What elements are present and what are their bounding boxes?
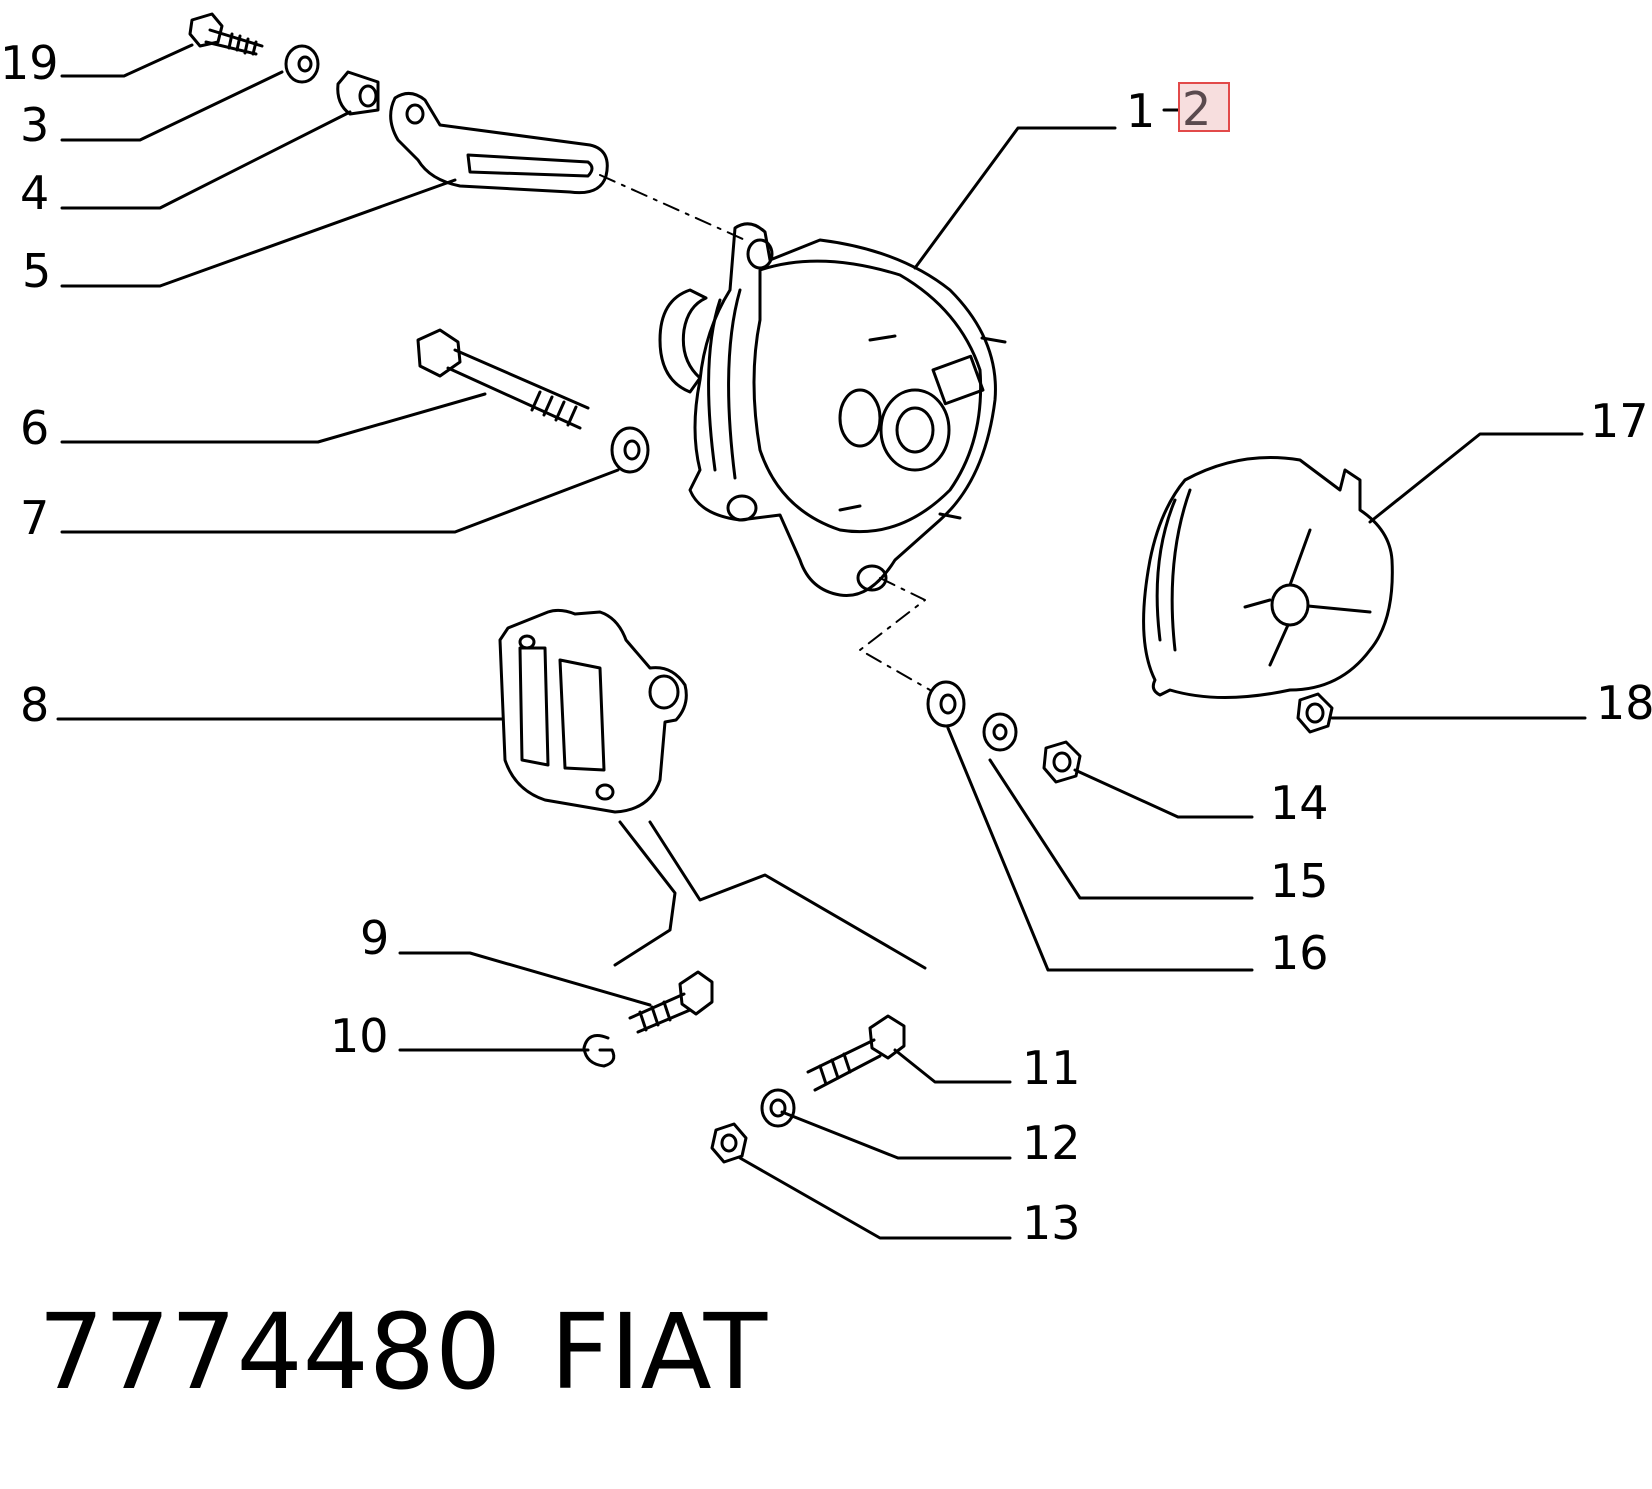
nut-14-icon [1042,740,1082,784]
highlight-box [1178,82,1230,132]
leader-17 [1368,432,1584,524]
leader-12 [780,1110,1012,1160]
leader-6 [60,392,487,444]
leader-14 [1073,768,1254,819]
nut-18-icon [1296,692,1334,734]
leader-4 [60,110,352,210]
part-number: 7774480 [38,1291,502,1413]
leader-19 [60,43,194,78]
washer-3-icon [284,44,320,84]
callout-9: 9 [360,911,390,965]
callout-7: 7 [20,491,50,545]
callout-17: 17 [1590,394,1649,448]
cover-17-icon [1142,456,1394,699]
washer-12-icon [760,1088,796,1128]
callout-13: 13 [1022,1196,1081,1250]
assembly-guides [613,820,927,970]
leader-3 [60,70,284,142]
alternator-1-icon [658,222,1007,598]
washer-7-icon [610,426,650,474]
callout-2: 2 [1182,82,1212,136]
callout-16: 16 [1270,926,1329,980]
callout-11: 11 [1022,1041,1081,1095]
bolt-6-icon [416,328,590,430]
leader-15 [988,758,1254,900]
callout-5: 5 [22,244,52,298]
assembly-lines [599,174,931,691]
callout-6: 6 [20,401,50,455]
callout-4: 4 [20,166,50,220]
leader-lines [56,43,1587,1240]
leader-5 [60,178,457,288]
spacer-4-icon [336,70,380,116]
callout-12: 12 [1022,1116,1081,1170]
callout-1: 1 [1126,84,1156,138]
nut-13-icon [710,1122,748,1164]
leader-7 [60,468,620,534]
leader-11 [893,1048,1012,1084]
leader-9 [398,951,652,1007]
callout-15: 15 [1270,854,1329,908]
leader-16 [946,726,1254,972]
leader-1 [913,126,1117,270]
callout-19: 19 [0,36,59,90]
leader-13 [738,1156,1012,1240]
bracket-5-icon [389,92,609,195]
lockwasher-10-icon [582,1034,616,1068]
callout-14: 14 [1270,776,1329,830]
callout-10: 10 [330,1009,389,1063]
lockwasher-15-icon [982,712,1018,752]
callout-8: 8 [20,678,50,732]
bolt-11-icon [806,1014,906,1092]
bracket-8-icon [498,608,688,814]
callout-18: 18 [1596,676,1652,730]
bolt-9-icon [628,970,714,1034]
bolt-19-icon [188,12,264,56]
brand-name: FIAT [550,1291,768,1413]
washer-16-icon [926,680,966,728]
callout-3: 3 [20,98,50,152]
